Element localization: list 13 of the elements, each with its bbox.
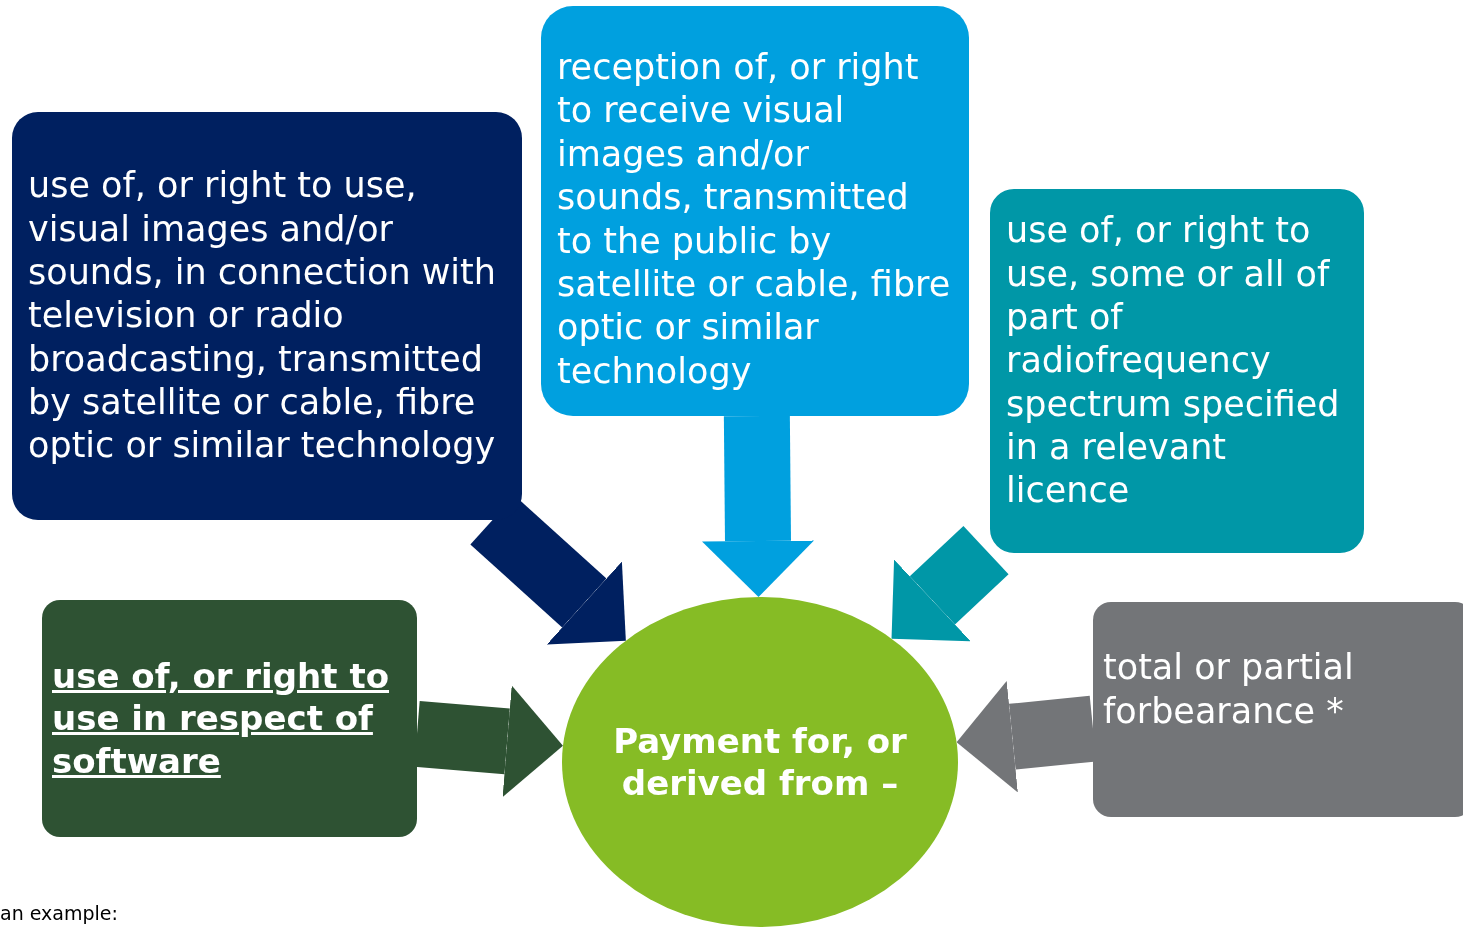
- block-arrow: [702, 415, 814, 597]
- block-arrow: [891, 526, 1009, 642]
- box-text: Payment for, or derived from –: [612, 719, 908, 805]
- text-box: [42, 600, 417, 837]
- box-text: use of, or right to use, some or all of part of radiofrequency spectrum specified in a relevant licence: [1006, 209, 1341, 513]
- text-box: [541, 6, 969, 416]
- box-text: reception of, or right to receive visual images and/or sounds, transmitted to the public by satellite or cable, fibre optic or similar technology: [557, 46, 952, 393]
- text-box: [12, 112, 522, 520]
- note-text: an example:: [0, 902, 118, 924]
- box-text: use of, or right to use in respect of software: [52, 655, 390, 782]
- box-text: use of, or right to use, visual images and/or sounds, in connection with television or radio broadcasting, transmitted by satellite or cable, fibre optic or similar technology: [28, 164, 497, 468]
- text-box: [1093, 602, 1463, 817]
- box-text: total or partial forbearance *: [1103, 646, 1355, 733]
